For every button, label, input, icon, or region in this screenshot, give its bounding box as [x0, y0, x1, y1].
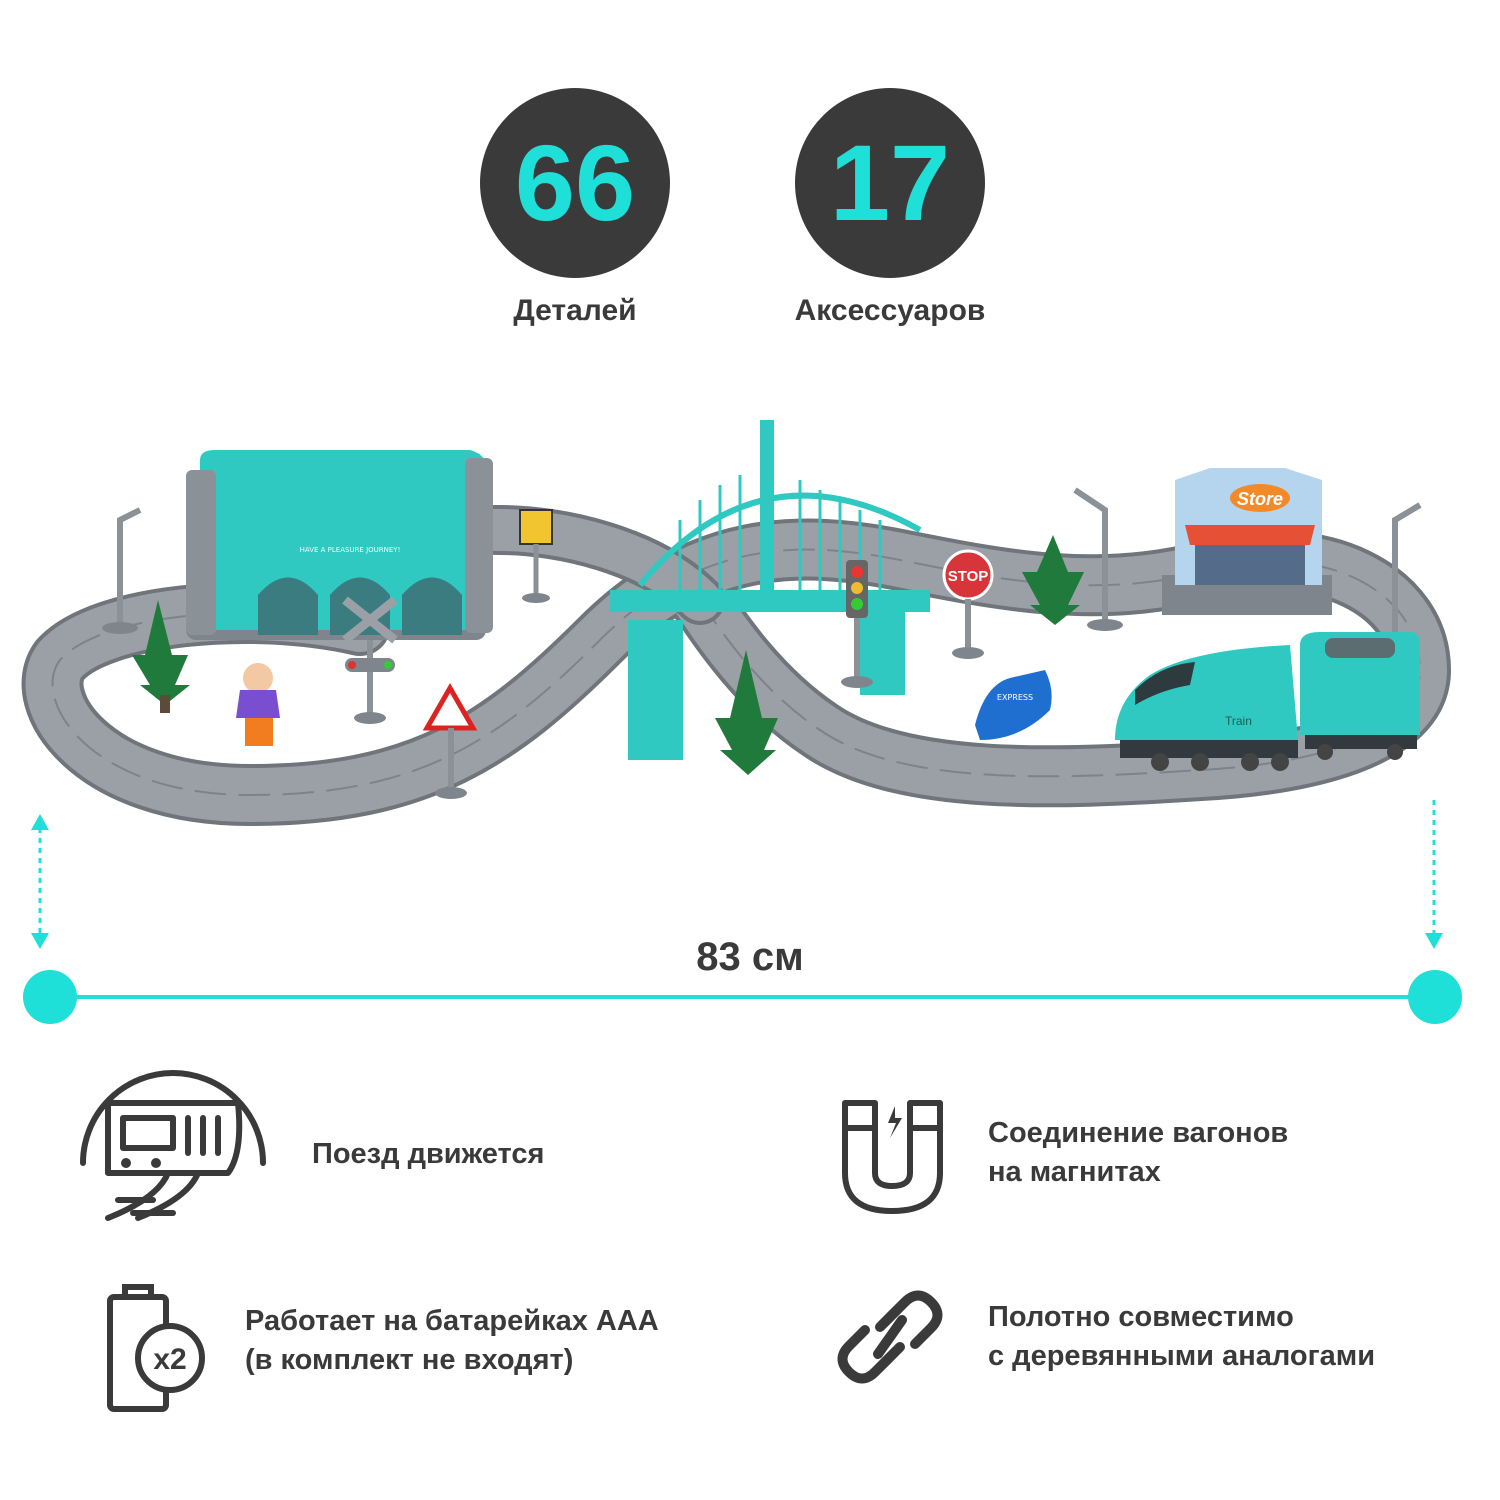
stat-parts-label: Деталей [513, 294, 637, 327]
stop-sign: STOP [942, 549, 994, 659]
stat-parts: 66 Деталей [475, 88, 675, 328]
traffic-light [841, 560, 873, 688]
feature-text-line: Соединение вагонов [988, 1117, 1289, 1149]
railway-set-illustration: HAVE A PLEASURE JOURNEY! [21, 420, 1452, 827]
railroad-crossing-sign [342, 596, 398, 724]
warning-sign [422, 682, 478, 799]
dimension-label: 83 см [696, 935, 804, 979]
battery-count-badge: x2 [153, 1343, 186, 1376]
battery-icon: x2 [107, 1284, 205, 1412]
train-icon [80, 1070, 266, 1221]
trees [132, 535, 1084, 775]
tunnel-sign [519, 509, 553, 603]
toy-train: Train [1115, 632, 1420, 771]
tunnel: HAVE A PLEASURE JOURNEY! [186, 450, 493, 640]
store-sign-text: Store [1237, 489, 1283, 509]
stat-accessories: 17 Аксессуаров [790, 88, 990, 328]
feature-text-line: Поезд движется [312, 1138, 545, 1170]
store: Store [1162, 468, 1332, 615]
width-endpoint-right [1408, 970, 1462, 1024]
stat-accessories-label: Аксессуаров [794, 294, 986, 327]
toy-car-text: EXPRESS [997, 693, 1033, 702]
link-icon [837, 1290, 943, 1384]
feature-text-line: на магнитах [988, 1156, 1161, 1189]
tunnel-text: HAVE A PLEASURE JOURNEY! [300, 546, 401, 554]
train-text: Train [1225, 714, 1252, 728]
street-lamps [117, 487, 1422, 640]
stat-accessories-value: 17 [795, 88, 985, 278]
feature-text-line: Работает на батарейках AAA [245, 1305, 659, 1337]
stat-parts-value: 66 [480, 88, 670, 278]
feature-text-line: (в комплект не входят) [245, 1344, 574, 1377]
width-endpoint-left [23, 970, 77, 1024]
person-figure [236, 663, 280, 746]
feature-text-line: Полотно совместимо [988, 1301, 1294, 1333]
dimension-indicator [23, 800, 1462, 1024]
stop-sign-text: STOP [948, 568, 989, 585]
magnet-icon [842, 1100, 943, 1214]
feature-text-line: с деревянными аналогами [988, 1340, 1376, 1373]
toy-car: EXPRESS [975, 670, 1052, 740]
